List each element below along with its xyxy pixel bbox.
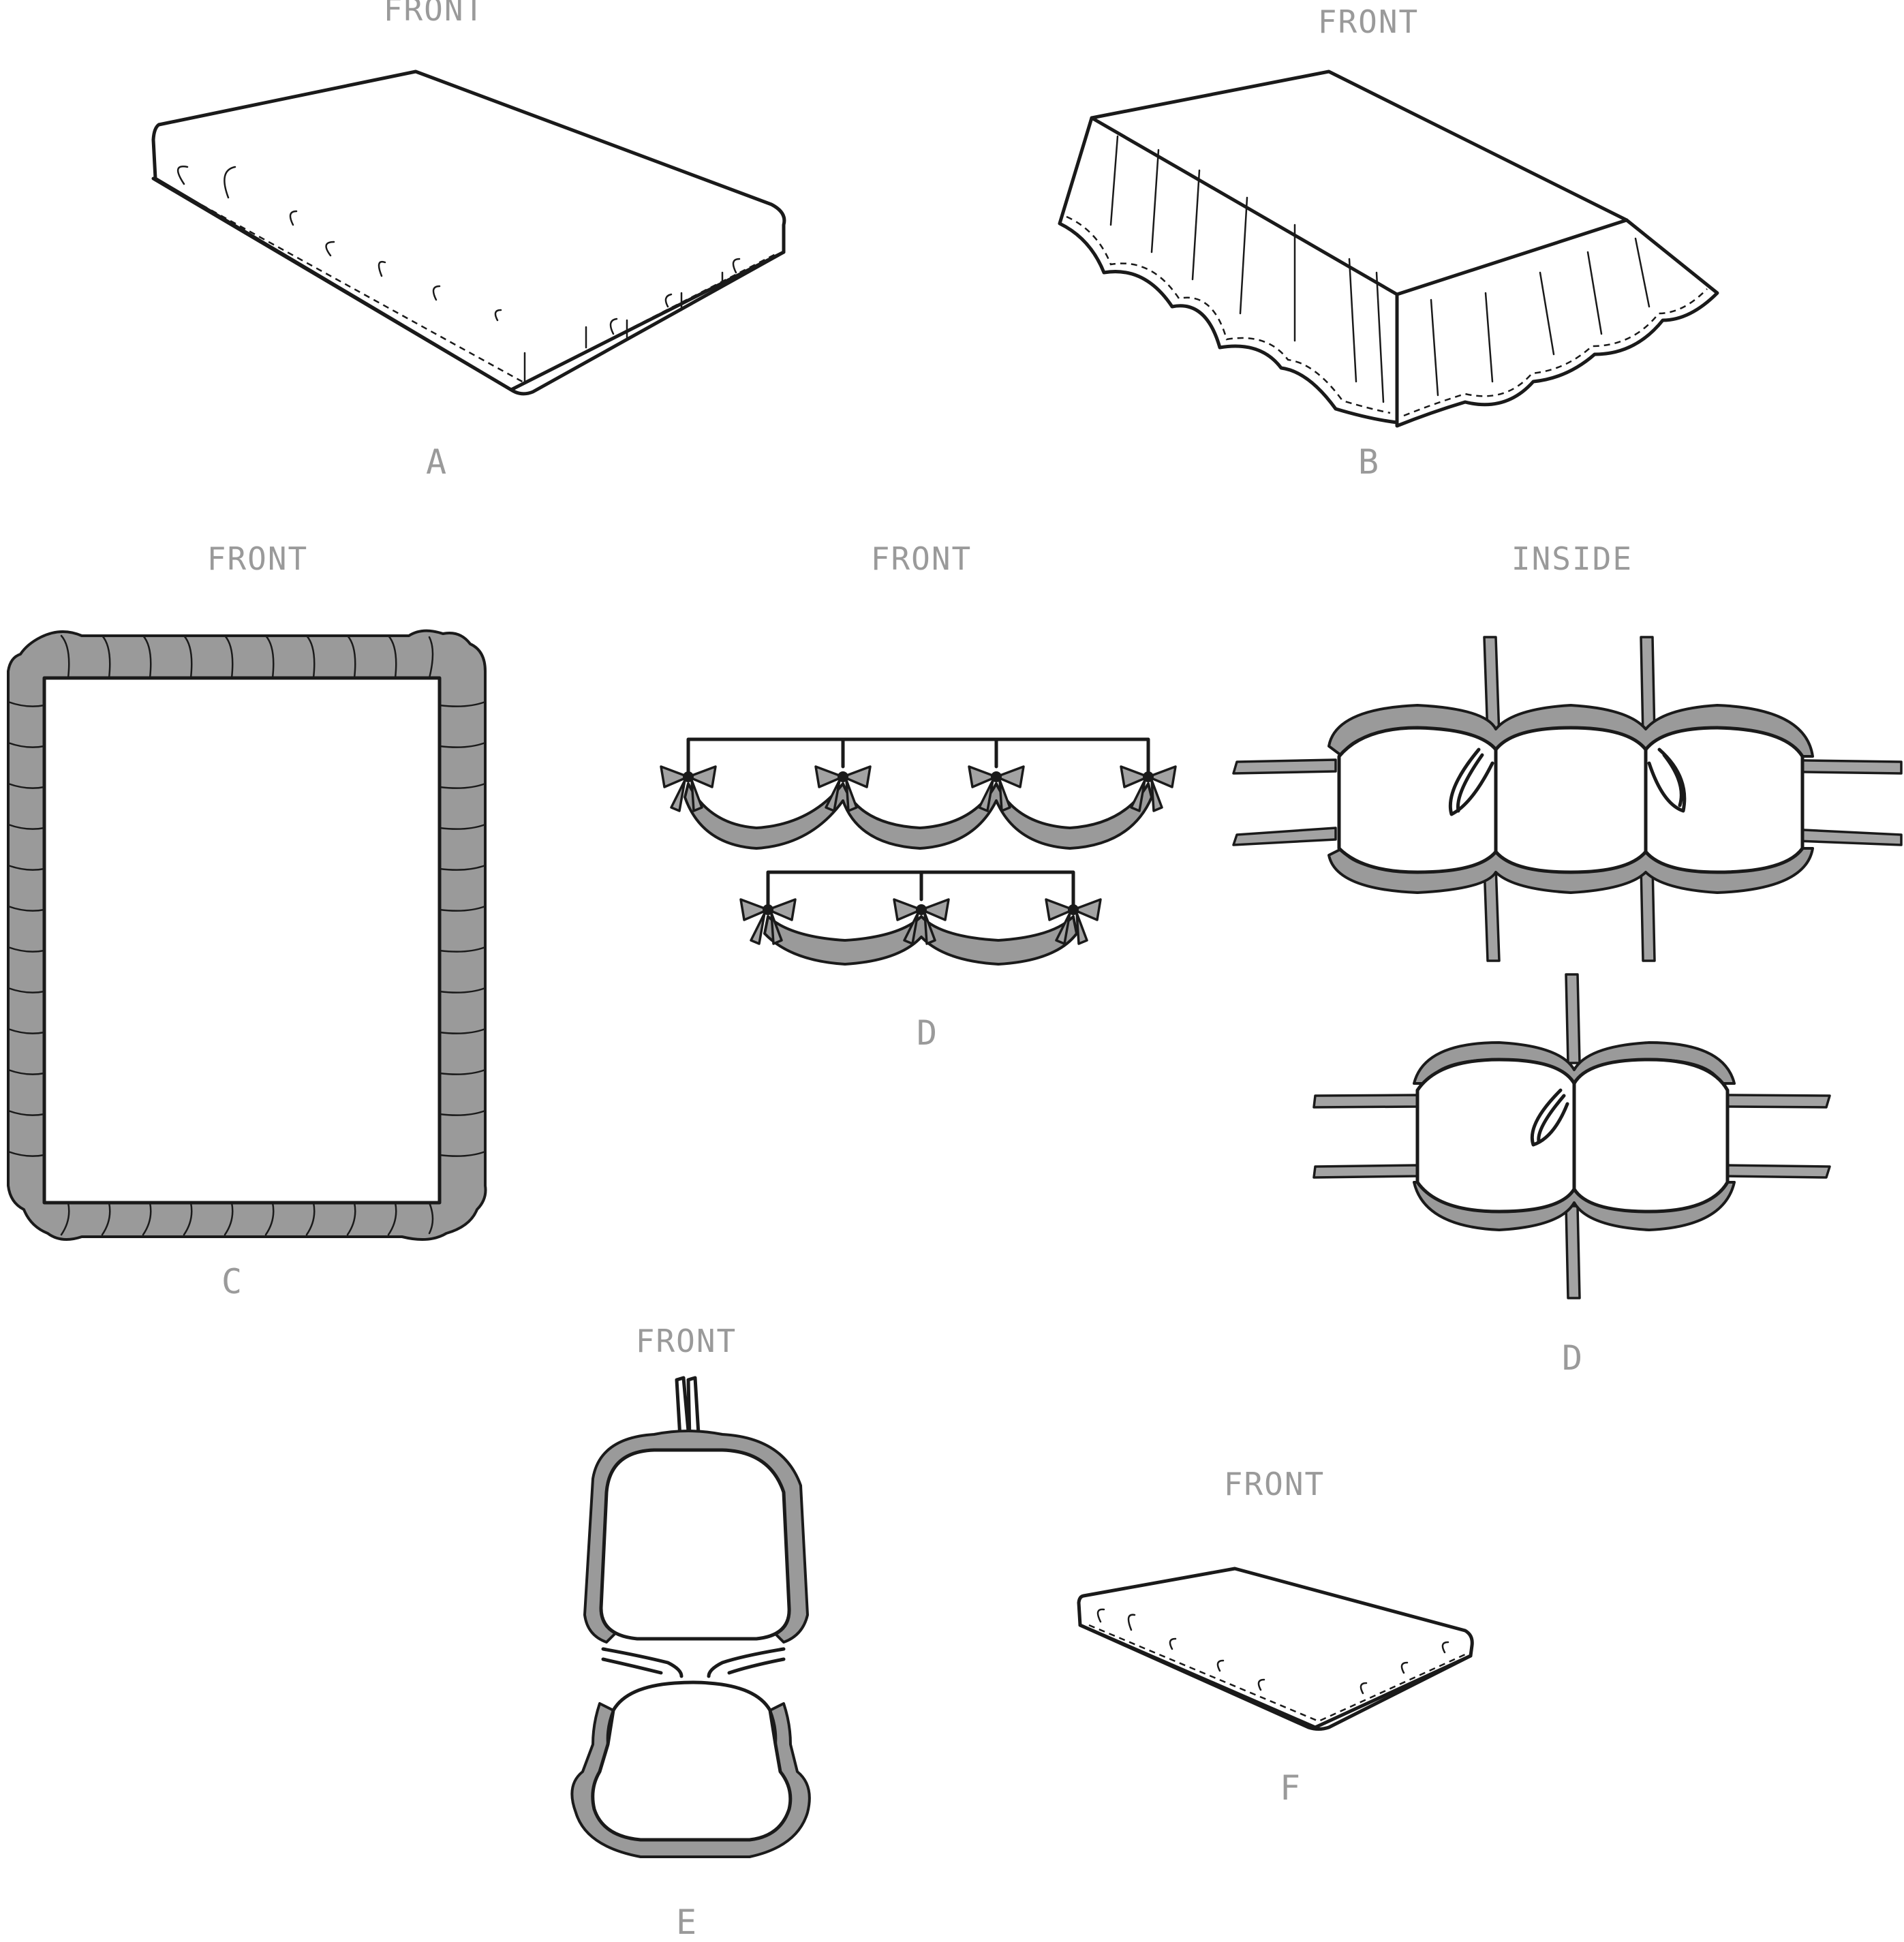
view-b: FRONT B (1058, 3, 1719, 482)
blanket-panel (42, 676, 442, 1205)
view-a-letter: A (426, 442, 446, 482)
crib-skirt-b (1058, 70, 1719, 428)
view-a-caption: FRONT (384, 0, 485, 28)
seat-cover-e (570, 1376, 811, 1858)
bow-icon (660, 765, 717, 812)
view-f: FRONT F (1077, 1466, 1474, 1808)
view-e-caption: FRONT (636, 1323, 737, 1359)
view-e: FRONT E (570, 1323, 811, 1942)
bow-icon (814, 765, 872, 812)
bow-icon (1120, 765, 1177, 812)
view-d-inside: INSIDE (1232, 540, 1903, 1378)
bumper-two-panel (1312, 973, 1831, 1299)
view-c-letter: C (221, 1262, 242, 1301)
view-d-front-caption: FRONT (871, 540, 972, 577)
view-d-inside-letter: D (1562, 1338, 1582, 1378)
view-f-letter: F (1280, 1768, 1300, 1808)
bow-icon (1045, 898, 1102, 945)
view-a: FRONT A (151, 0, 786, 482)
view-d-inside-caption: INSIDE (1511, 540, 1633, 577)
fitted-sheet-f (1077, 1567, 1474, 1731)
view-e-letter: E (676, 1902, 696, 1942)
view-b-letter: B (1358, 442, 1379, 482)
valance-large (660, 737, 1177, 850)
bow-icon (893, 898, 950, 945)
view-d-front-letter: D (917, 1013, 937, 1053)
view-b-caption: FRONT (1318, 3, 1419, 40)
fitted-sheet-a (151, 70, 786, 396)
view-c: FRONT C (7, 540, 487, 1301)
valance-small (739, 870, 1102, 966)
ruffled-blanket-c (7, 629, 487, 1241)
bumper-three-panel (1232, 636, 1903, 962)
view-f-caption: FRONT (1224, 1466, 1325, 1502)
view-c-caption: FRONT (207, 540, 308, 577)
bow-icon (739, 898, 797, 945)
bow-icon (968, 765, 1025, 812)
view-d-front: FRONT D (660, 540, 1177, 1053)
